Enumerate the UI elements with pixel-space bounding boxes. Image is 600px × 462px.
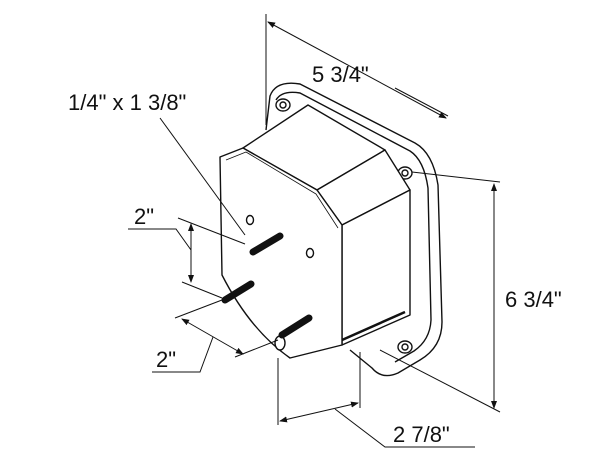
depth-dimension-line	[279, 401, 359, 423]
hole-icon	[245, 214, 255, 226]
housing-front-face	[219, 147, 343, 359]
width-label: 5 3/4"	[312, 62, 369, 87]
stud-icon	[249, 232, 284, 256]
lens-bottom-edge	[341, 310, 406, 342]
stud-vertical-spacing-label: 2"	[134, 204, 154, 229]
height-label: 6 3/4"	[505, 287, 562, 312]
housing-edge-highlight	[225, 151, 339, 229]
depth-leader-line	[334, 408, 475, 448]
extension-line	[174, 299, 223, 319]
stud-icon	[221, 280, 255, 304]
vertical-spacing-leader-line	[128, 228, 192, 251]
extension-line	[394, 87, 449, 117]
extension-line	[181, 281, 223, 299]
flange-bolt-icon	[275, 98, 291, 112]
extension-line	[234, 339, 279, 358]
hole-icon	[305, 247, 315, 259]
stud-leader-line	[159, 117, 246, 236]
flange-bolt-icon	[397, 340, 413, 354]
stud-icon	[278, 314, 313, 339]
diagonal-spacing-leader-line	[152, 336, 214, 373]
stud-diagonal-dimension-line	[181, 318, 244, 355]
extension-line	[177, 217, 246, 245]
stud-size-label: 1/4" x 1 3/8"	[68, 90, 186, 115]
width-dimension-line	[267, 21, 447, 119]
stud-diagonal-spacing-label: 2"	[156, 347, 176, 372]
extension-line	[411, 171, 501, 183]
extension-line	[379, 349, 501, 413]
depth-label: 2 7/8"	[393, 422, 450, 447]
